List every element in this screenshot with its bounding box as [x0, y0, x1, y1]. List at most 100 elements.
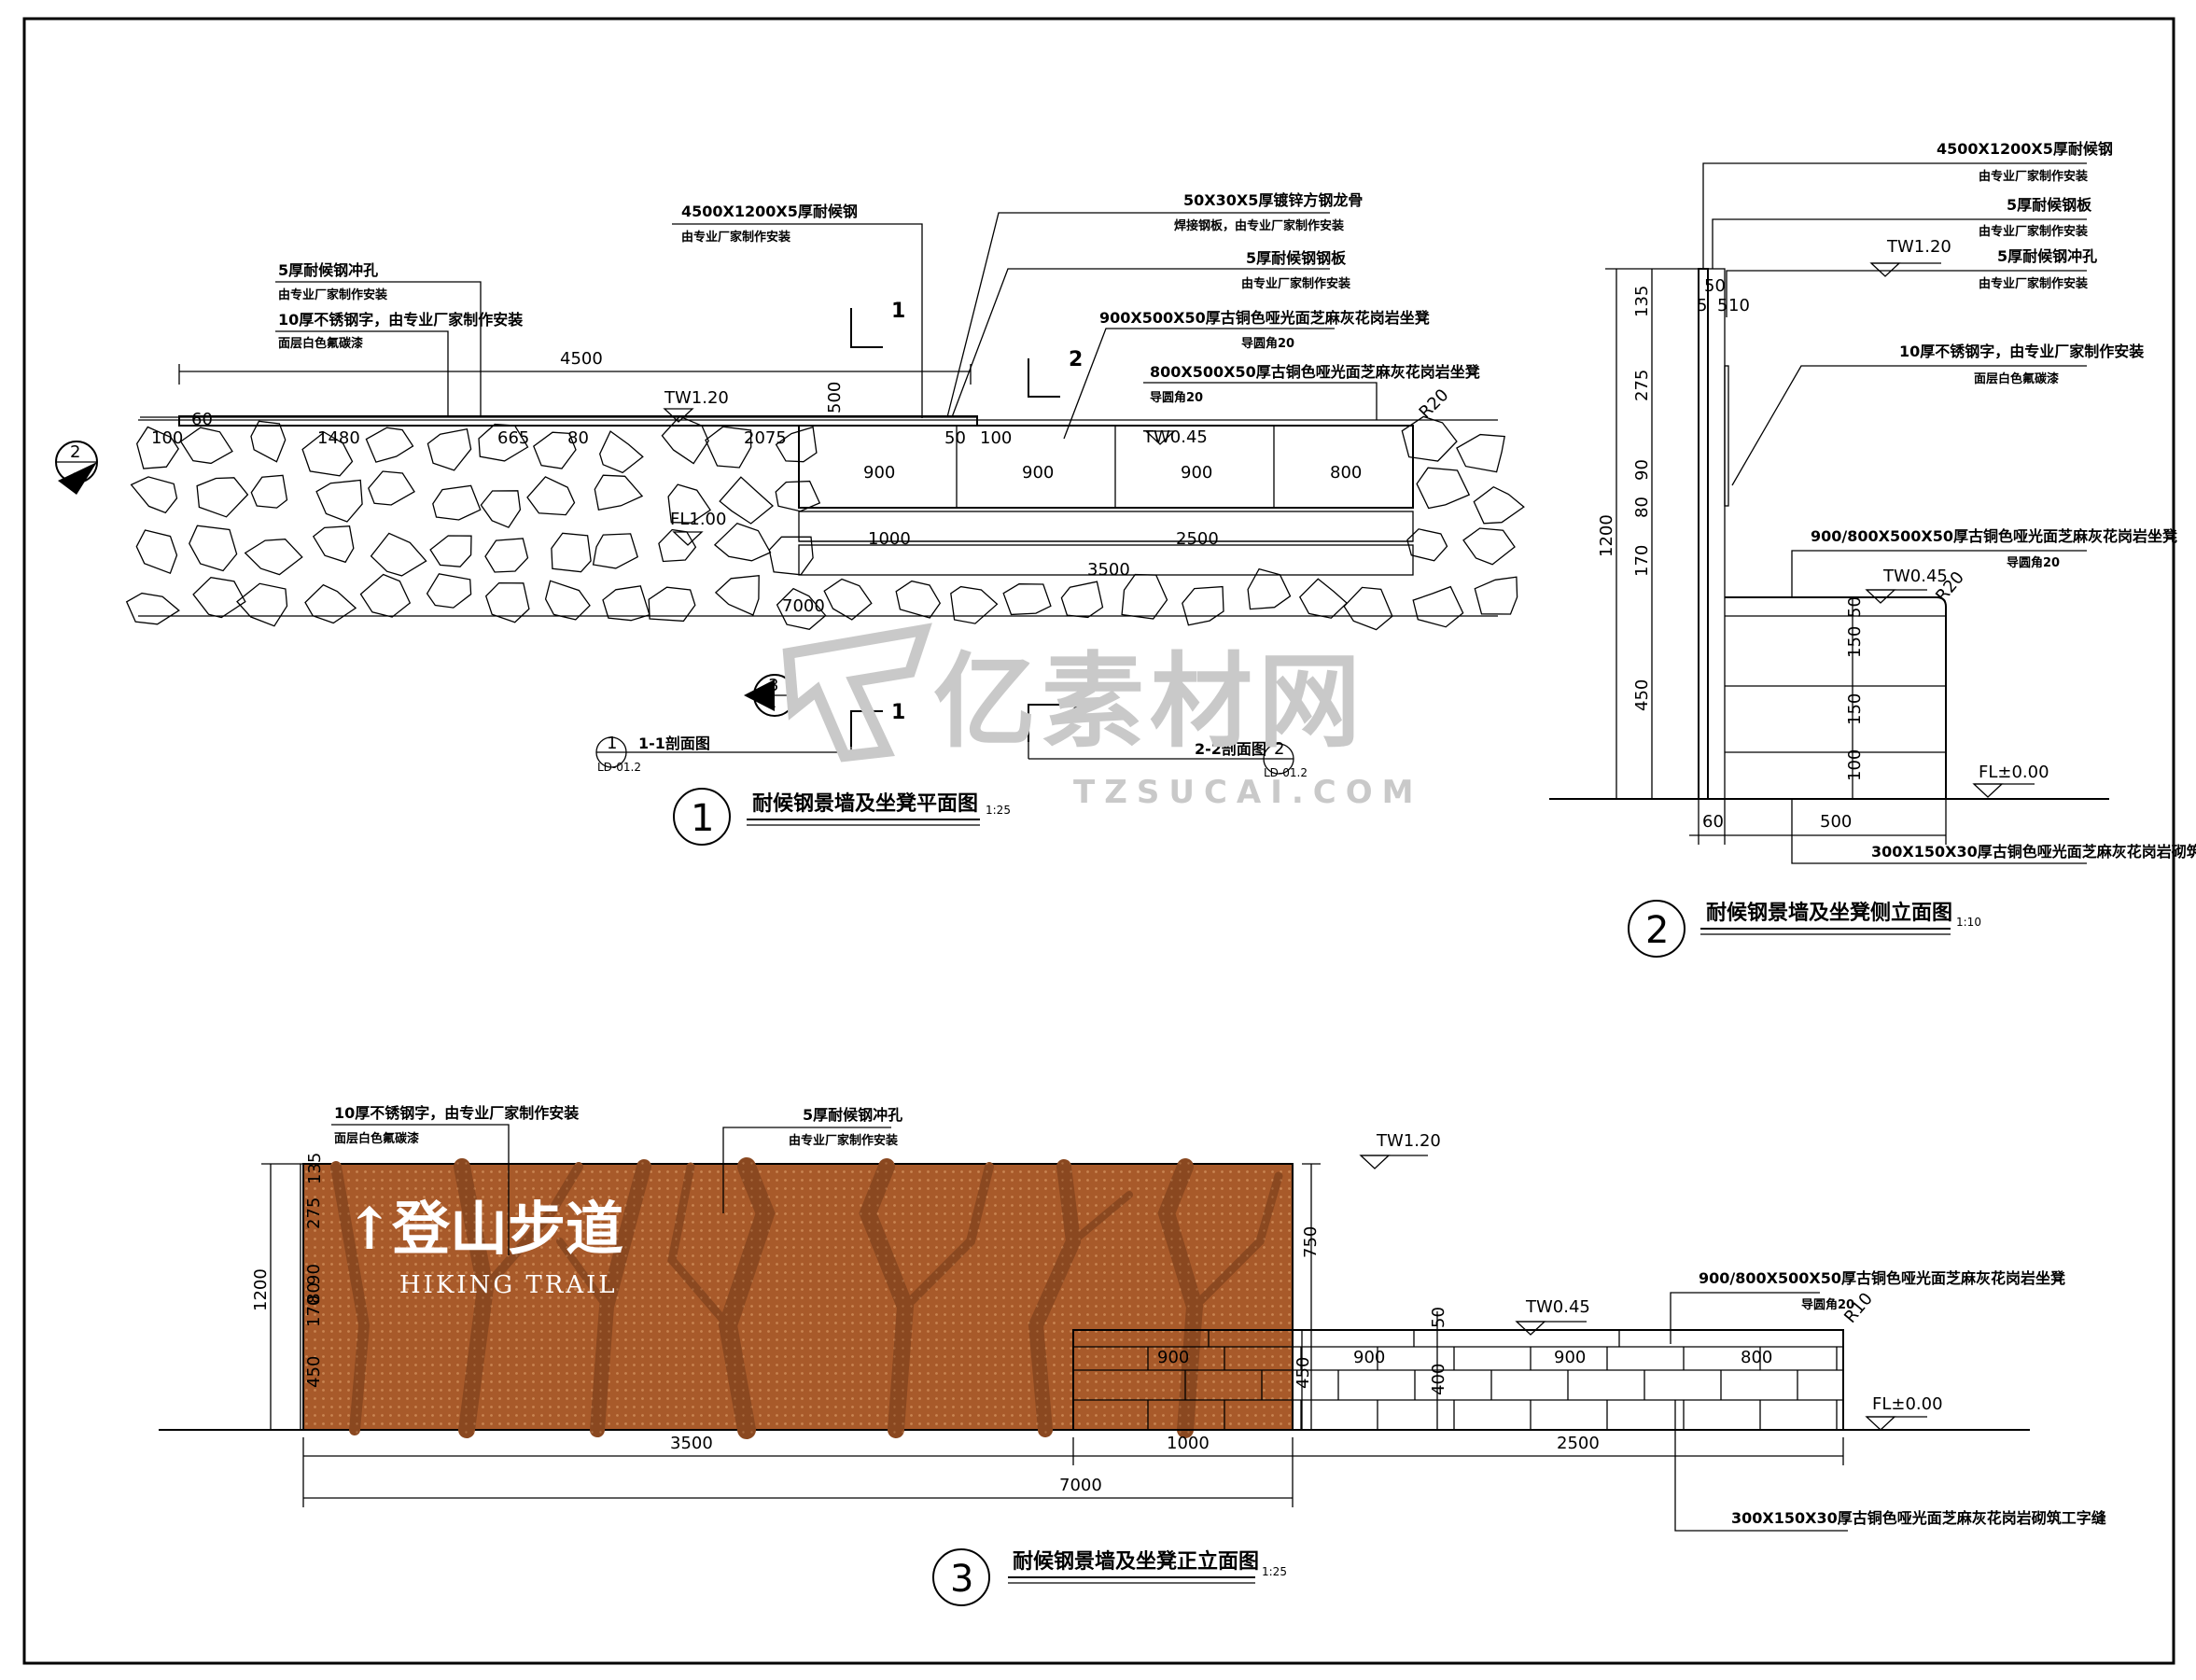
- side-bench-dim: 50: [1845, 596, 1865, 618]
- paving-stone: [125, 592, 180, 625]
- front-bench-dim-v: 450: [1294, 1357, 1313, 1389]
- paving-stone: [1462, 527, 1516, 566]
- front-bench: [1072, 1329, 1844, 1431]
- plan-elev-fl: FL1.00: [670, 510, 726, 529]
- plan-bench-dim: 900: [1181, 463, 1212, 483]
- side-dim-bottom: 500: [1820, 812, 1852, 832]
- plan-dim-bottom: 7000: [782, 596, 825, 616]
- paving-stone: [1060, 581, 1104, 619]
- drawing-number-circle: [1628, 900, 1685, 958]
- paving-stone: [189, 525, 238, 572]
- side-elev-bench: TW0.45: [1882, 567, 1948, 586]
- plan-dim-top: 80: [567, 428, 589, 448]
- paving-stone: [250, 420, 287, 463]
- paving-stone: [768, 536, 814, 576]
- paving-stone: [370, 532, 427, 577]
- side-dim-top: 50: [1704, 276, 1726, 296]
- stone-paving: [125, 415, 1525, 631]
- plan-dim-bottom: 3500: [1087, 560, 1130, 580]
- front-dim-v: 90: [304, 1264, 324, 1285]
- paving-stone: [304, 583, 357, 624]
- plan-leaders: [275, 212, 1378, 440]
- side-dim-v: 80: [1632, 497, 1652, 518]
- paving-stone: [429, 535, 472, 567]
- front-dim-bottom: 1000: [1167, 1434, 1210, 1453]
- front-note-3: 900/800X500X50厚古铜色哑光面芝麻灰花岗岩坐凳: [1699, 1269, 2065, 1287]
- front-bench-dim: 900: [1353, 1348, 1385, 1367]
- paving-stone: [776, 587, 827, 631]
- side-note-3: 5厚耐候钢冲孔: [1997, 247, 2097, 265]
- front-dim-v: 80: [304, 1282, 324, 1304]
- front-dim-bottom: 3500: [670, 1434, 713, 1453]
- front-elev-bench: TW0.45: [1525, 1297, 1590, 1317]
- paving-stone: [432, 484, 482, 521]
- plan-dim-top: 60: [191, 410, 213, 429]
- plan-view: 4500 100 60 1480 665 80 2075 50 100 900 …: [55, 191, 1525, 846]
- plan-note-1b: 由专业厂家制作安装: [681, 230, 790, 245]
- plan-dim-top: 2075: [744, 428, 787, 448]
- paving-stone: [484, 581, 530, 623]
- tree-silhouette: [330, 1157, 1283, 1439]
- svg-text:3: 3: [768, 676, 778, 695]
- drawing-title: 耐候钢景墙及坐凳正立面图: [1013, 1549, 1259, 1574]
- plan-note-3b: 面层白色氟碳漆: [278, 336, 363, 351]
- front-note-2: 5厚耐候钢冲孔: [803, 1106, 902, 1124]
- plan-note-7b: 导圆角20: [1150, 390, 1203, 405]
- side-note-1: 4500X1200X5厚耐候钢: [1937, 140, 2113, 158]
- paving-stone: [301, 431, 354, 477]
- plan-wall: [178, 415, 978, 427]
- side-dim-v: 275: [1632, 370, 1652, 401]
- paving-stone: [592, 533, 638, 569]
- paving-stone: [244, 539, 303, 576]
- plan-note-4: 50X30X5厚镀锌方钢龙骨: [1183, 191, 1363, 209]
- front-dim-v: 170: [304, 1295, 324, 1327]
- side-note-1b: 由专业厂家制作安装: [1979, 169, 2088, 184]
- side-dim-top: 5: [1717, 296, 1727, 315]
- drawing-title: 耐候钢景墙及坐凳平面图: [752, 791, 978, 816]
- paving-stone: [315, 479, 363, 523]
- front-elevation: 登山步道 ↑ HIKING TRAIL 1200 135 275 90 80 1…: [159, 1104, 2106, 1606]
- paving-stone: [648, 586, 696, 623]
- side-note-4: 10厚不锈钢字，由专业厂家制作安装: [1899, 343, 2144, 360]
- drawing-number-circle: [673, 788, 731, 846]
- plan-radius: R20: [1416, 385, 1453, 423]
- section-label: 2: [1069, 348, 1083, 371]
- front-bench-dim: 800: [1741, 1348, 1772, 1367]
- plan-note-5b: 由专业厂家制作安装: [1241, 276, 1350, 291]
- front-note-1b: 面层白色氟碳漆: [334, 1131, 419, 1146]
- front-dim-total: 1200: [251, 1268, 271, 1311]
- front-elev-fl: FL±0.00: [1872, 1394, 1943, 1414]
- paving-stone: [1412, 585, 1464, 628]
- paving-stone: [544, 580, 591, 621]
- paving-stone: [719, 476, 775, 525]
- front-bench-dim: 900: [1157, 1348, 1189, 1367]
- front-dim-bottom: 2500: [1557, 1434, 1600, 1453]
- paving-stone: [1343, 586, 1393, 631]
- side-elev-tw: TW1.20: [1886, 237, 1951, 257]
- front-bench-dim-v: 50: [1429, 1307, 1448, 1328]
- front-dim-right: 750: [1301, 1226, 1321, 1258]
- index-mark-section-1: 1 LD-01.2 1-1剖面图: [595, 734, 852, 774]
- plan-bench-depth: 500: [825, 382, 845, 413]
- side-note-5b: 导圆角20: [2007, 555, 2060, 570]
- paving-stone: [1182, 585, 1224, 626]
- paving-stone: [1473, 485, 1525, 525]
- paving-stone: [312, 525, 355, 564]
- section-label: 2: [1069, 696, 1083, 720]
- plan-dim-top: 50: [944, 428, 966, 448]
- paving-stone: [250, 474, 288, 509]
- paving-stone: [551, 532, 592, 573]
- index-mark-section-2: 2 LD-01.2 2-2剖面图: [1028, 739, 1308, 779]
- front-note-4: 300X150X30厚古铜色哑光面芝麻灰花岗岩砌筑工字缝: [1731, 1509, 2106, 1527]
- plan-note-6b: 导圆角20: [1241, 336, 1294, 351]
- front-note-1: 10厚不锈钢字，由专业厂家制作安装: [334, 1104, 579, 1122]
- front-elev-tw: TW1.20: [1376, 1131, 1441, 1151]
- side-note-3b: 由专业厂家制作安装: [1979, 276, 2088, 291]
- plan-note-2b: 由专业厂家制作安装: [278, 287, 387, 302]
- front-note-2b: 由专业厂家制作安装: [789, 1133, 898, 1148]
- svg-text:-: -: [73, 463, 79, 483]
- plan-dim-top: 1480: [317, 428, 360, 448]
- side-dim-v: 450: [1632, 679, 1652, 711]
- svg-text:1: 1: [607, 734, 617, 753]
- side-note-2: 5厚耐候钢板: [2007, 196, 2092, 214]
